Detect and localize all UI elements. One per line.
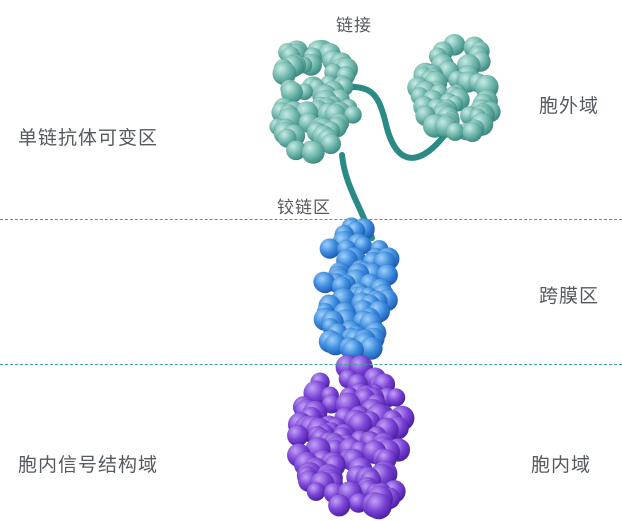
intracellular-domain	[286, 354, 415, 520]
intracellular-label: 胞内域	[531, 454, 592, 476]
residue-bead	[386, 388, 406, 407]
membrane-bottom-line	[0, 364, 622, 365]
linker-label: 链接	[336, 16, 372, 36]
membrane-top-line	[0, 219, 622, 220]
intracellular-signaling-label: 胞内信号结构域	[18, 454, 159, 476]
residue-bead	[306, 482, 326, 502]
residue-bead	[445, 122, 465, 142]
scfv-label: 单链抗体可变区	[18, 127, 159, 149]
extracellular-label: 胞外域	[539, 95, 600, 117]
linker-chain	[327, 83, 453, 161]
residue-bead	[365, 492, 393, 520]
residue-bead	[462, 121, 483, 143]
residue-bead	[301, 140, 325, 165]
scfv-left-domain	[269, 39, 363, 165]
hinge-label: 铰链区	[277, 198, 331, 218]
residue-bead	[286, 424, 309, 447]
scfv-right-domain	[407, 33, 501, 143]
transmembrane-domain	[313, 217, 400, 362]
transmembrane-label: 跨膜区	[539, 285, 600, 307]
residue-bead	[327, 494, 351, 517]
